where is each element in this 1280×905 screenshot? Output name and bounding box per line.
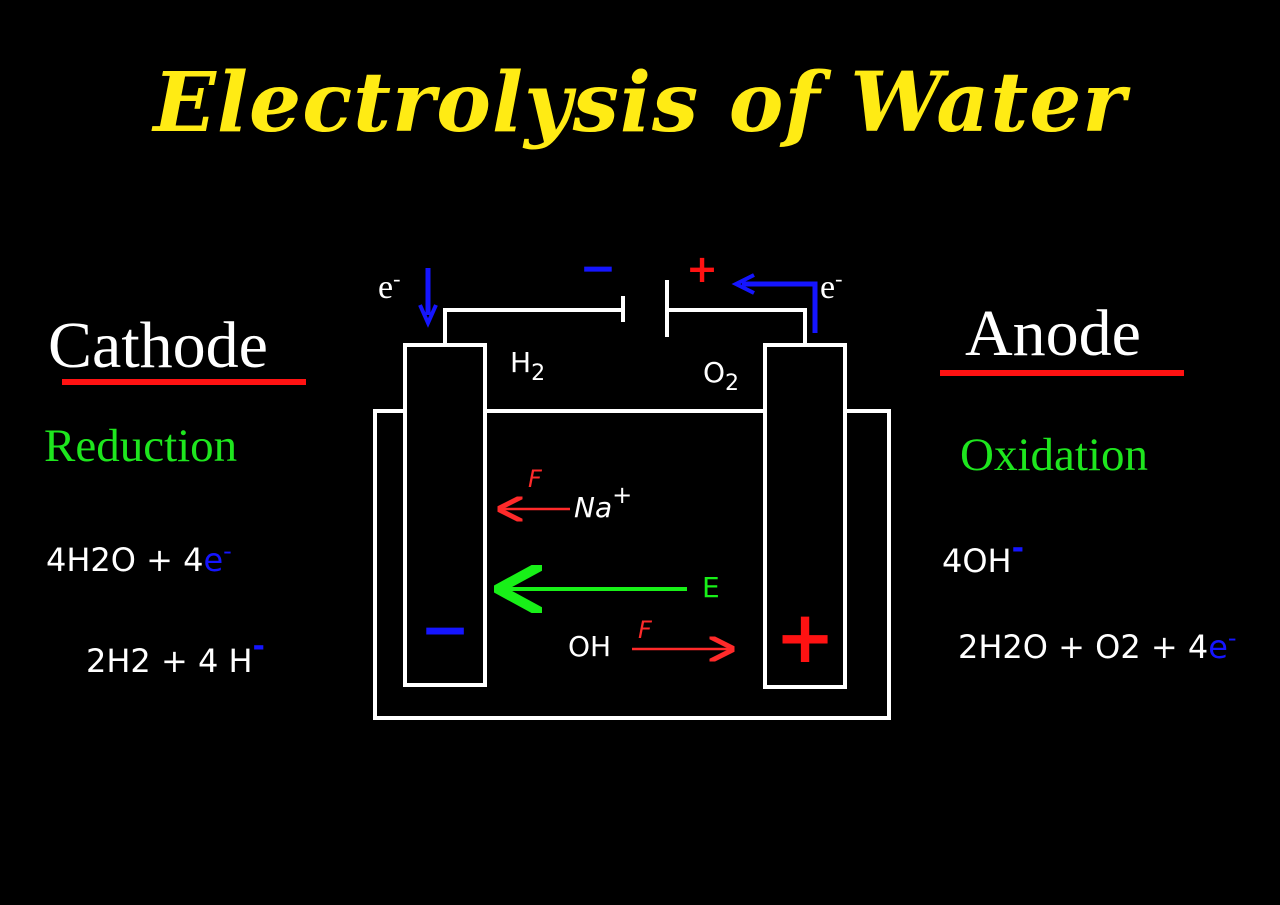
anode-wire xyxy=(667,308,807,345)
cathode-heading: Cathode xyxy=(48,309,268,382)
cathode-sign: − xyxy=(420,595,470,665)
cathode-process-label: Reduction xyxy=(44,420,237,472)
cathode-wire xyxy=(443,308,623,345)
cathode-reactant-equation: 4H2O + 4e- xyxy=(46,537,232,579)
hydride-charge: - xyxy=(253,629,265,664)
cathode-product-equation: 2H2 + 4 H- xyxy=(86,629,265,680)
electric-field-label: E xyxy=(702,571,720,604)
sodium-force-label: F xyxy=(528,465,543,493)
oxygen-gas-label: O2 xyxy=(703,356,739,396)
anode-sign: + xyxy=(775,595,835,679)
anode-heading: Anode xyxy=(965,297,1141,370)
electron-label-left: e- xyxy=(378,266,400,306)
anode-product-equation: 2H2O + O2 + 4e- xyxy=(958,624,1237,666)
electron-flow-right-arrow xyxy=(731,273,818,333)
electrolyte-container xyxy=(373,409,891,720)
hydrogen-gas-label: H2 xyxy=(510,346,545,386)
anode-process-label: Oxidation xyxy=(960,429,1148,481)
electron-symbol: e xyxy=(1208,628,1228,666)
sodium-ion-label: Na+ xyxy=(574,481,632,524)
battery-positive-sign: + xyxy=(686,247,718,291)
electron-symbol: e xyxy=(203,541,223,579)
electron-flow-left-arrow xyxy=(418,268,438,328)
battery-negative-sign: − xyxy=(580,243,617,294)
diagram-title: Electrolysis of Water xyxy=(153,55,1127,151)
hydroxide-ion-label: OH xyxy=(568,630,611,663)
anode-reactant-equation: 4OH- xyxy=(942,531,1024,580)
anode-electrode xyxy=(763,343,847,689)
electron-label-right: e- xyxy=(820,266,842,306)
hydroxide-charge: - xyxy=(1012,531,1024,566)
hydroxide-force-label: F xyxy=(638,616,653,644)
